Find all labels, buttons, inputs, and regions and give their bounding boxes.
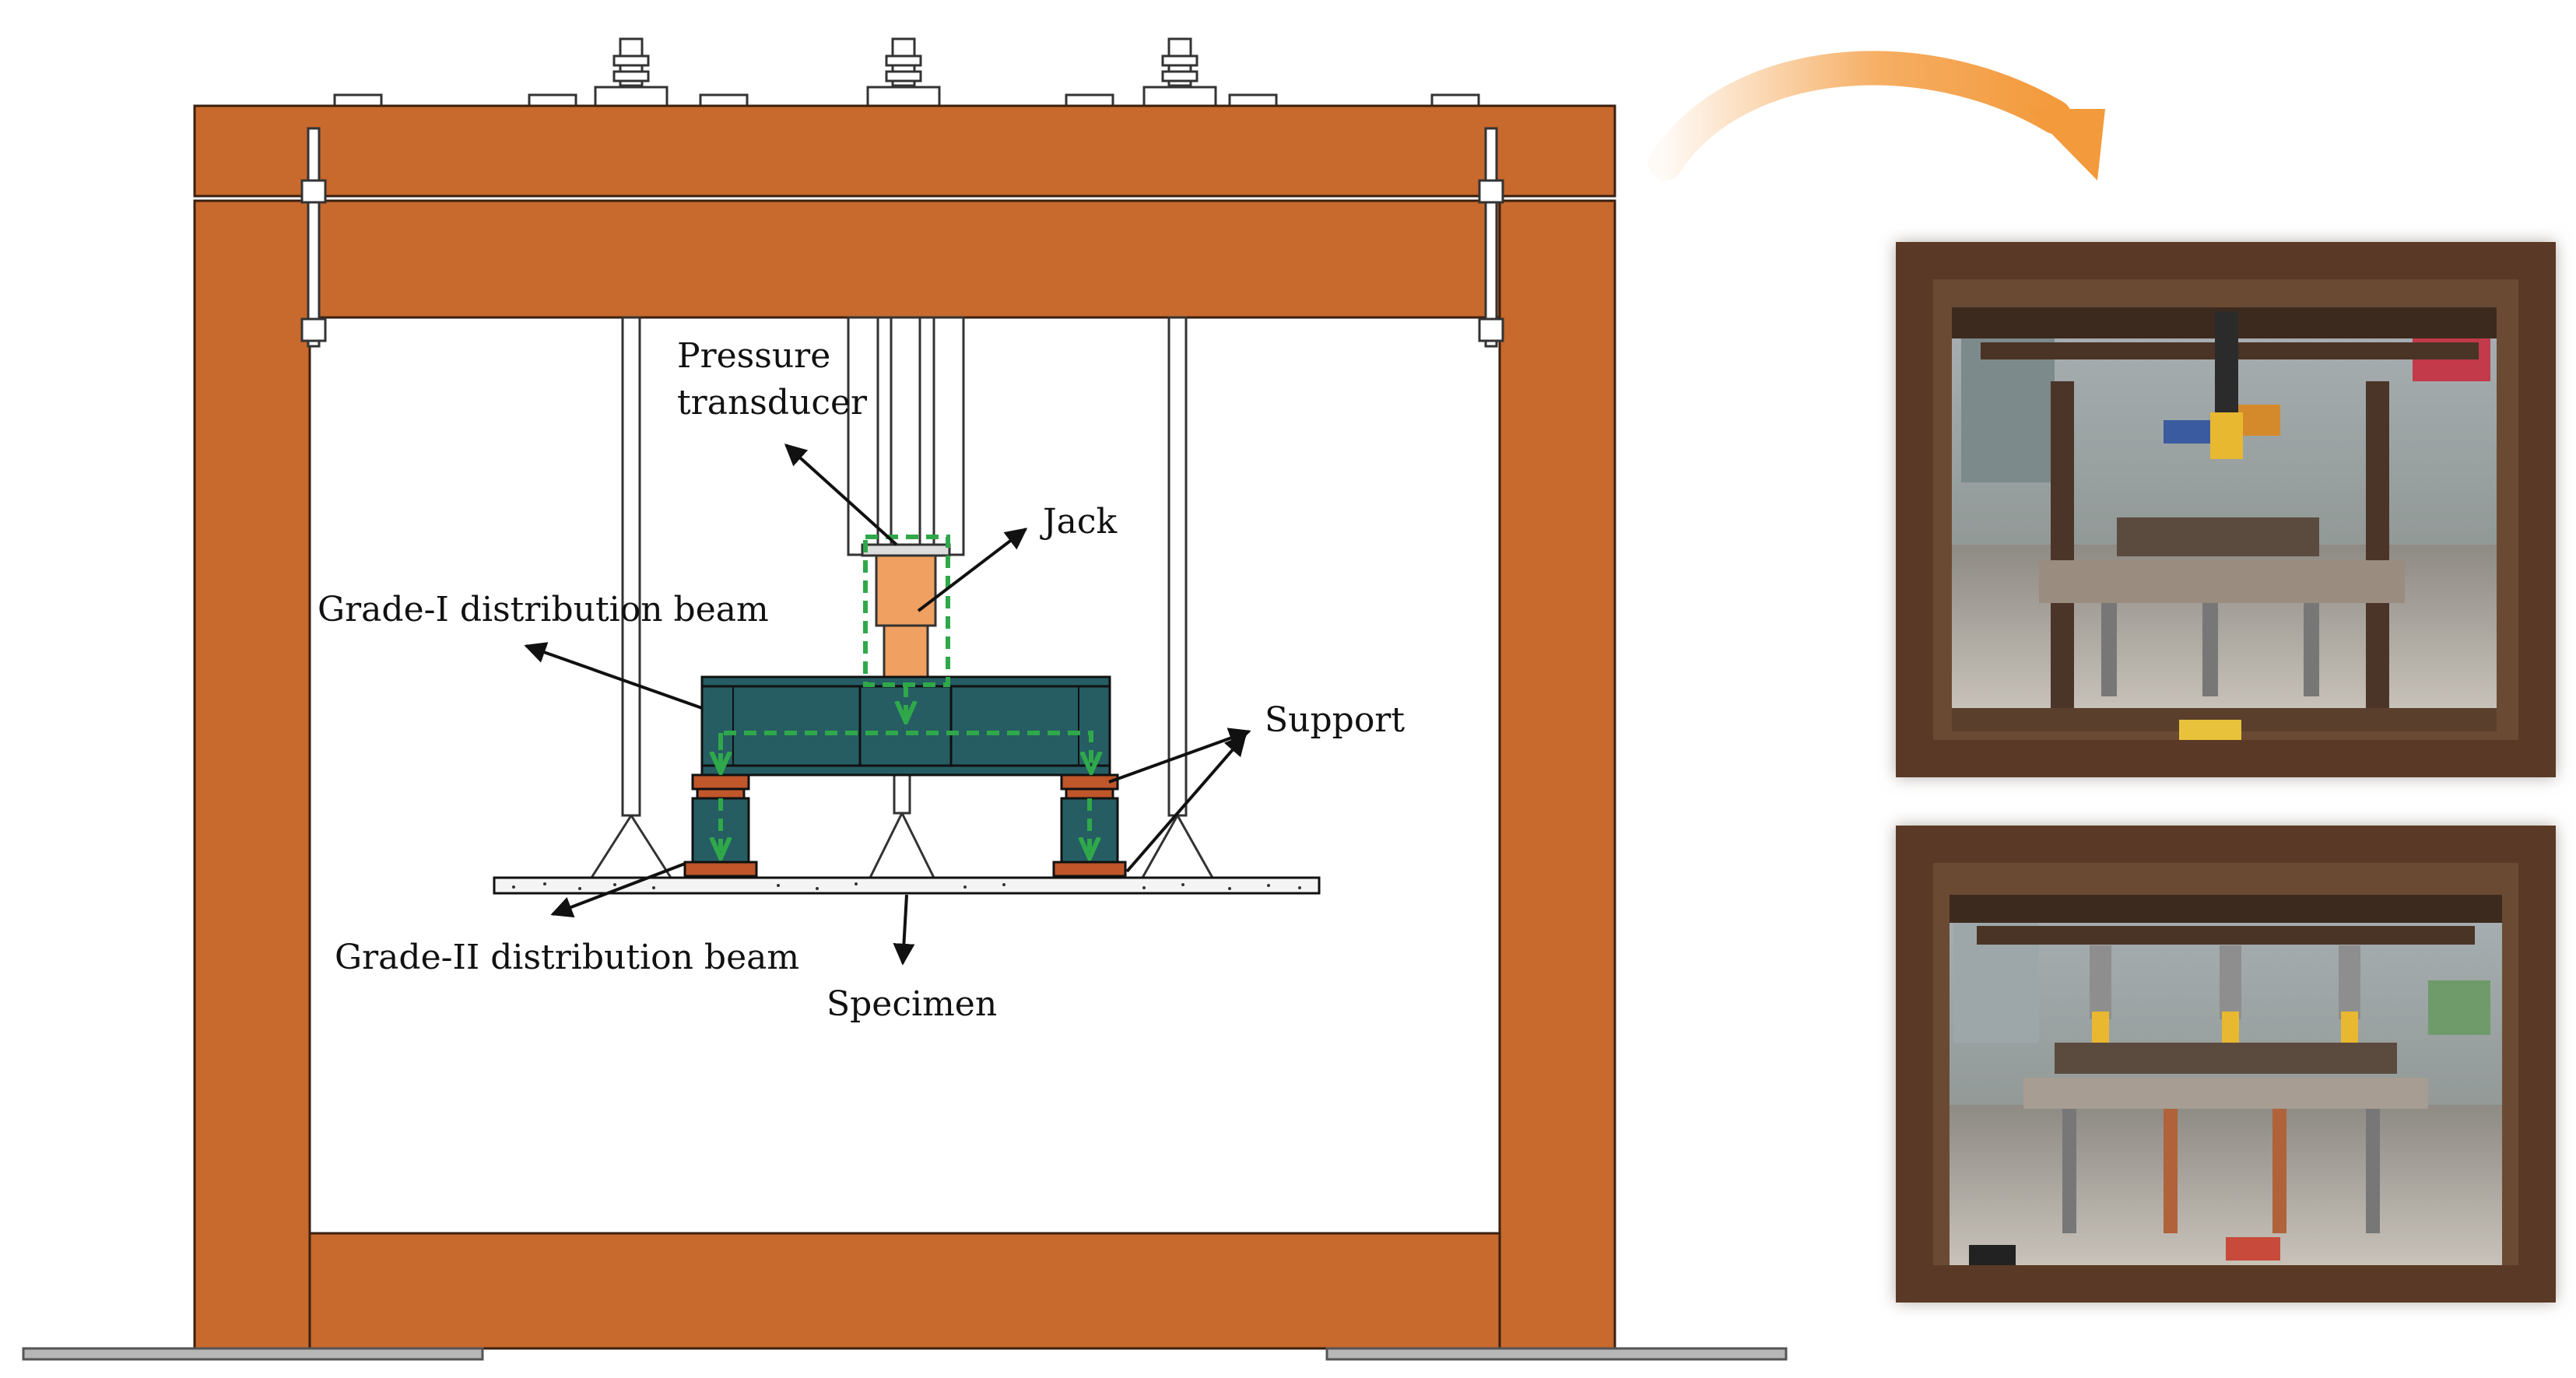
label-specimen: Specimen	[826, 984, 997, 1024]
base-plate-left	[22, 1347, 484, 1361]
bottom-beam	[308, 1232, 1501, 1350]
label-jack: Jack	[1040, 502, 1118, 542]
top-photo	[1896, 242, 2556, 777]
label-pressure-line2: transducer	[677, 383, 868, 423]
top-beam-upper	[193, 104, 1616, 198]
label-support: Support	[1265, 700, 1405, 740]
label-grade1-beam: Grade-I distribution beam	[318, 590, 769, 629]
through-bolts	[300, 127, 1504, 348]
label-pressure-line1: Pressure	[677, 336, 830, 376]
base-plate-right	[1325, 1347, 1788, 1361]
callout-arrows	[524, 444, 1251, 966]
load-path	[721, 535, 1091, 856]
top-bolt-hardware	[333, 37, 1480, 107]
label-grade2-beam: Grade-II distribution beam	[335, 938, 799, 977]
specimen-slab	[493, 876, 1321, 895]
top-beam-lower	[193, 199, 1616, 319]
bottom-photo	[1896, 826, 2556, 1303]
labels: Pressure transducer Jack Grade-I distrib…	[318, 336, 1405, 1024]
transition-arrow	[1648, 51, 2105, 181]
right-column	[1498, 199, 1616, 1350]
pressure-transducer	[861, 543, 951, 557]
jack-base	[883, 624, 929, 678]
jack-cylinder	[847, 316, 965, 556]
jack-assembly	[847, 316, 965, 678]
jack-piston	[875, 554, 937, 627]
left-column	[193, 199, 311, 1350]
